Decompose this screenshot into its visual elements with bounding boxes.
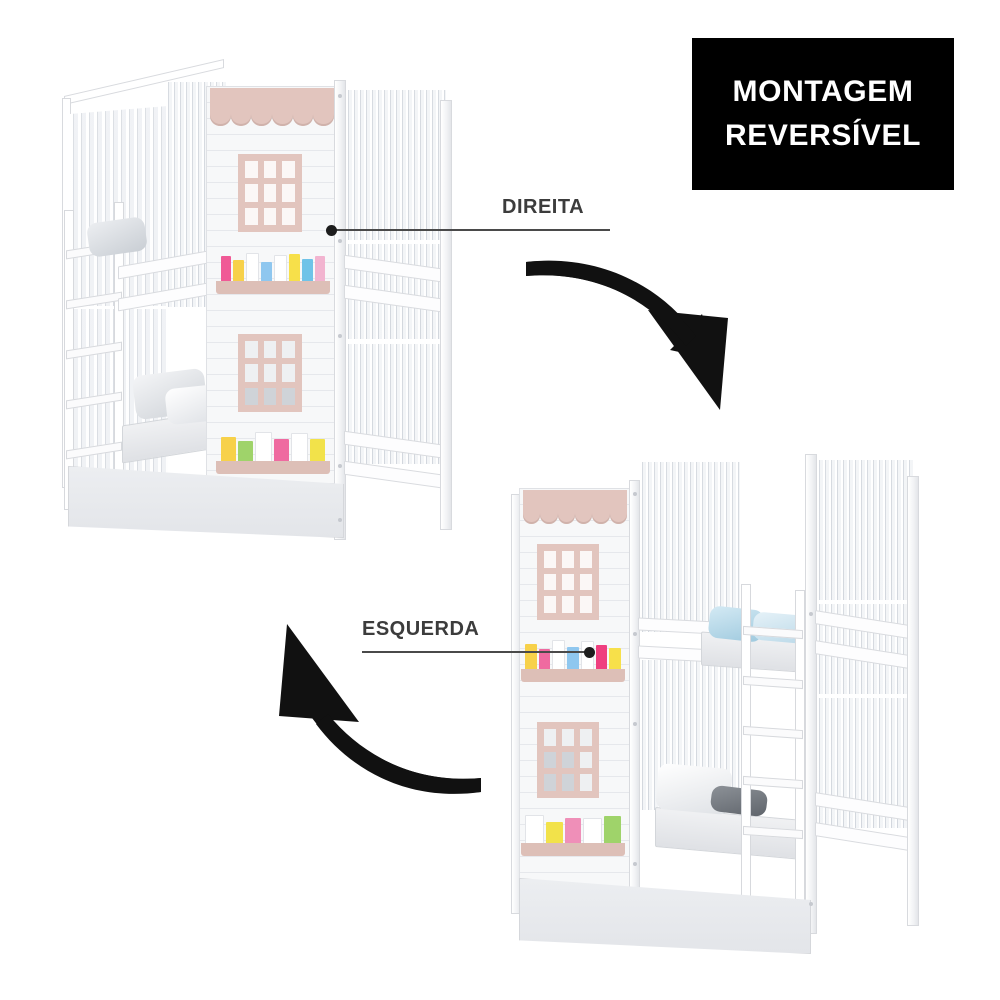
corner-post-right-far — [907, 476, 919, 926]
corner-post-facade-right — [629, 480, 640, 910]
montagem-reversivel-badge: MONTAGEM REVERSÍVEL — [692, 38, 954, 190]
window-upper — [238, 154, 302, 232]
arrow-down-right-icon — [526, 260, 728, 410]
shelf-ledge-lower — [216, 461, 330, 474]
awning-scallops — [523, 506, 627, 524]
side-rail-4 — [344, 460, 448, 490]
callout-esquerda-leader — [488, 651, 588, 653]
screw-cap — [338, 239, 342, 243]
ladder-step — [743, 775, 803, 790]
callout-direita: DIREITA — [320, 196, 610, 246]
screw-cap — [809, 612, 813, 616]
awning-band — [210, 88, 334, 111]
callout-esquerda: ESQUERDA — [362, 618, 597, 668]
curtain-right-upper — [817, 460, 913, 600]
corner-post-far-right — [440, 100, 452, 530]
curtain-front-upper — [640, 462, 740, 632]
awning-scallops — [210, 106, 335, 126]
ladder-step — [743, 725, 803, 740]
window-panes — [245, 161, 295, 225]
awning-band — [523, 490, 627, 510]
callout-direita-underline — [498, 229, 610, 231]
bookshelf-lower — [521, 814, 625, 856]
callout-direita-anchor-dot — [326, 225, 337, 236]
window-panes — [245, 341, 295, 405]
callout-esquerda-label: ESQUERDA — [362, 618, 480, 640]
callout-esquerda-anchor-dot — [584, 647, 595, 658]
screw-cap — [338, 94, 342, 98]
scalloped-awning — [210, 88, 335, 126]
callout-direita-label: DIREITA — [502, 196, 585, 218]
corner-post-front-right — [334, 80, 346, 540]
screw-cap — [633, 632, 637, 636]
bunk-bed-left-config — [505, 432, 925, 962]
screw-cap — [338, 464, 342, 468]
trundle-drawer — [519, 878, 811, 954]
books-lower — [525, 814, 621, 847]
shelf-ledge-upper — [521, 669, 625, 682]
shelf-ledge-lower — [521, 843, 625, 856]
arrow-up-left-icon — [279, 624, 481, 794]
books-upper — [220, 252, 326, 285]
corner-post-right-near — [805, 454, 817, 934]
callout-direita-leader — [332, 229, 502, 231]
screw-cap — [338, 518, 342, 522]
books-lower — [220, 432, 326, 465]
curtain-right-upper — [346, 90, 446, 240]
bookshelf-upper — [521, 640, 625, 682]
screw-cap — [338, 334, 342, 338]
window-upper — [537, 544, 599, 620]
window-lower — [537, 722, 599, 798]
screw-cap — [633, 862, 637, 866]
bunk-bed-right-config — [58, 34, 458, 559]
bookshelf-lower — [216, 432, 330, 474]
shelf-ledge-upper — [216, 281, 330, 294]
ladder-step — [743, 675, 803, 690]
scalloped-awning — [523, 490, 627, 524]
badge-line-1: MONTAGEM — [732, 75, 914, 108]
window-panes — [544, 551, 592, 613]
screw-cap — [809, 902, 813, 906]
badge-line-2: REVERSÍVEL — [724, 119, 922, 152]
screw-cap — [633, 722, 637, 726]
screw-cap — [633, 492, 637, 496]
bookshelf-upper — [216, 252, 330, 294]
callout-esquerda-underline — [362, 651, 492, 653]
window-panes — [544, 729, 592, 791]
window-lower — [238, 334, 302, 412]
